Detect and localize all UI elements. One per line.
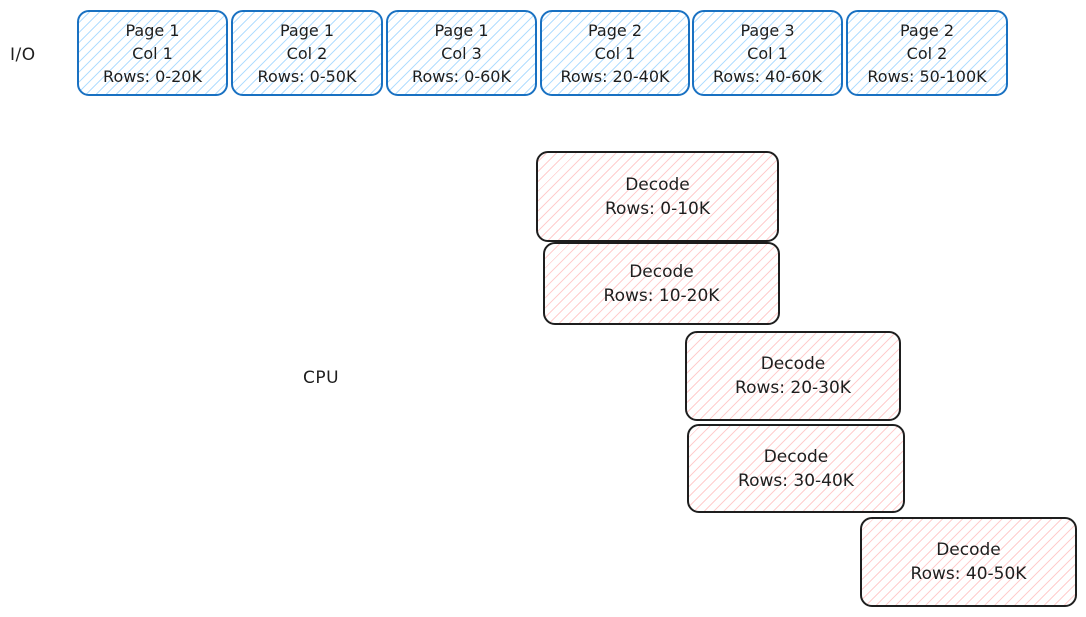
io-page-box: Page 1 Col 3 Rows: 0-60K (386, 10, 537, 96)
decode-title: Decode (625, 174, 690, 195)
decode-rows-label: Rows: 10-20K (603, 285, 720, 306)
io-page-box: Page 1 Col 2 Rows: 0-50K (231, 10, 383, 96)
decode-rows-label: Rows: 20-30K (735, 378, 851, 398)
io-col-label: Col 1 (747, 43, 788, 63)
io-page-box: Page 3 Col 1 Rows: 40-60K (692, 10, 843, 96)
io-col-label: Col 1 (132, 43, 173, 63)
io-page-box: Page 1 Col 1 Rows: 0-20K (77, 10, 228, 96)
io-col-label: Col 3 (441, 43, 482, 63)
io-lane-label: I/O (10, 45, 36, 65)
io-page-label: Page 2 (588, 20, 642, 40)
io-rows-label: Rows: 0-50K (257, 66, 357, 86)
cpu-decode-box: Decode Rows: 0-10K (536, 151, 779, 242)
io-rows-label: Rows: 20-40K (560, 66, 670, 86)
io-page-label: Page 1 (280, 20, 334, 40)
cpu-decode-box: Decode Rows: 20-30K (685, 331, 901, 421)
decode-rows-label: Rows: 30-40K (738, 470, 854, 491)
cpu-lane-label: CPU (303, 368, 340, 388)
io-rows-label: Rows: 40-60K (712, 66, 823, 86)
io-page-label: Page 2 (900, 20, 954, 40)
cpu-decode-box: Decode Rows: 40-50K (860, 517, 1077, 607)
decode-title: Decode (760, 354, 826, 374)
decode-title: Decode (936, 540, 1001, 560)
io-page-box: Page 2 Col 2 Rows: 50-100K (846, 10, 1008, 96)
io-page-label: Page 1 (434, 20, 489, 40)
decode-title: Decode (629, 261, 694, 282)
decode-rows-label: Rows: 0-10K (604, 198, 711, 219)
io-page-label: Page 1 (125, 20, 180, 40)
cpu-decode-box: Decode Rows: 10-20K (543, 242, 780, 325)
io-rows-label: Rows: 50-100K (867, 66, 987, 86)
io-col-label: Col 2 (286, 43, 328, 63)
io-rows-label: Rows: 0-20K (103, 66, 202, 86)
decode-rows-label: Rows: 40-50K (910, 564, 1027, 584)
decode-title: Decode (763, 446, 829, 467)
io-col-label: Col 1 (594, 43, 636, 63)
io-page-label: Page 3 (740, 20, 795, 40)
io-rows-label: Rows: 0-60K (412, 66, 511, 86)
io-col-label: Col 2 (906, 43, 948, 63)
cpu-decode-box: Decode Rows: 30-40K (687, 424, 905, 513)
io-page-box: Page 2 Col 1 Rows: 20-40K (540, 10, 690, 96)
